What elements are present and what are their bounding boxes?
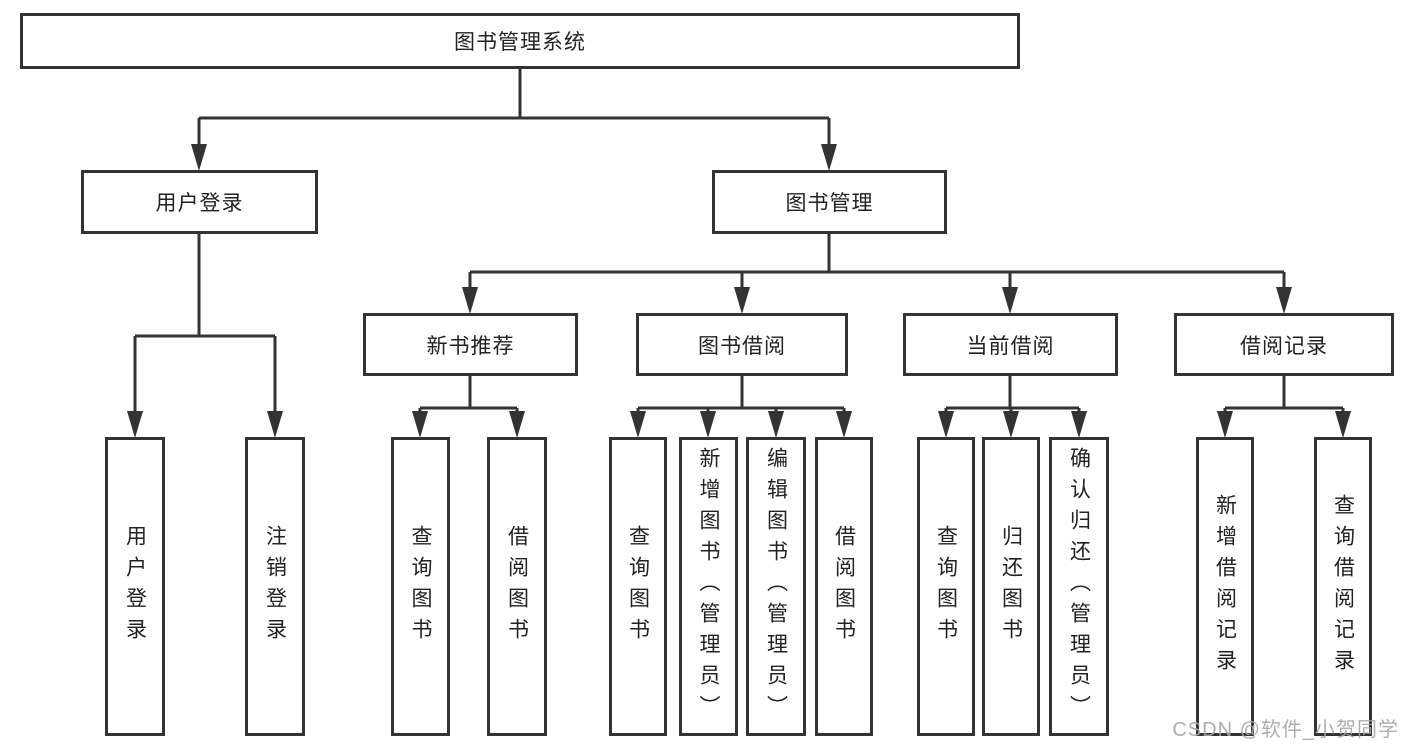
arrow-down-icon bbox=[1002, 287, 1018, 314]
leaf-return-books: 归还图书 bbox=[982, 437, 1040, 736]
leaf-query-books-borrow-label: 查询图书 bbox=[626, 524, 650, 649]
arrow-down-icon bbox=[768, 411, 784, 438]
leaf-user-login: 用户登录 bbox=[105, 437, 165, 736]
arrow-down-icon bbox=[734, 287, 750, 314]
arrow-down-icon bbox=[630, 411, 646, 438]
node-book-borrowing: 图书借阅 bbox=[636, 313, 848, 376]
arrow-down-icon bbox=[1071, 411, 1087, 438]
leaf-query-borrow-record: 查询借阅记录 bbox=[1314, 437, 1372, 736]
arrow-down-icon bbox=[938, 411, 954, 438]
leaf-query-books-borrow: 查询图书 bbox=[609, 437, 667, 736]
leaf-borrow-books-rec: 借阅图书 bbox=[487, 437, 547, 736]
node-root-label: 图书管理系统 bbox=[454, 31, 586, 54]
node-book-management-label: 图书管理 bbox=[785, 192, 874, 215]
connector-userlogin-to-leaves bbox=[133, 234, 277, 413]
leaf-add-books-admin-label: 新增图书（管理员） bbox=[697, 447, 720, 726]
arrow-down-icon bbox=[1276, 287, 1292, 314]
leaf-borrow-books-rec-label: 借阅图书 bbox=[505, 524, 529, 649]
leaf-return-books-label: 归还图书 bbox=[999, 524, 1023, 649]
leaf-query-books-current-label: 查询图书 bbox=[934, 524, 958, 649]
leaf-add-books-admin: 新增图书（管理员） bbox=[679, 437, 738, 736]
arrow-down-icon bbox=[191, 144, 207, 171]
leaf-add-borrow-record-label: 新增借阅记录 bbox=[1213, 493, 1237, 680]
connector-bookmgmt-to-level3 bbox=[468, 234, 1286, 289]
leaf-query-books-current: 查询图书 bbox=[917, 437, 975, 736]
node-current-borrowing-label: 当前借阅 bbox=[966, 334, 1055, 358]
node-borrowing-record-label: 借阅记录 bbox=[1240, 334, 1328, 358]
leaf-query-borrow-record-label: 查询借阅记录 bbox=[1331, 493, 1355, 680]
connector-bookborrow-to-leaves bbox=[636, 376, 846, 413]
leaf-query-books-rec-label: 查询图书 bbox=[409, 524, 432, 649]
arrow-down-icon bbox=[127, 411, 143, 438]
node-new-book-recommendation: 新书推荐 bbox=[363, 313, 578, 376]
leaf-confirm-return-admin-label: 确认归还（管理员） bbox=[1067, 447, 1091, 726]
node-book-management: 图书管理 bbox=[712, 170, 947, 234]
node-book-borrowing-label: 图书借阅 bbox=[698, 334, 786, 358]
leaf-borrow-books-label: 借阅图书 bbox=[832, 524, 856, 649]
leaf-logout-label: 注销登录 bbox=[263, 524, 287, 649]
leaf-logout: 注销登录 bbox=[245, 437, 305, 736]
connector-borrowrecord-to-leaves bbox=[1223, 376, 1345, 413]
connector-root-to-level2 bbox=[197, 69, 831, 147]
arrow-down-icon bbox=[462, 287, 478, 314]
connector-newbook-to-leaves bbox=[418, 376, 519, 413]
node-root: 图书管理系统 bbox=[20, 13, 1020, 69]
leaf-add-borrow-record: 新增借阅记录 bbox=[1196, 437, 1254, 736]
leaf-query-books-rec: 查询图书 bbox=[391, 437, 450, 736]
arrow-down-icon bbox=[1335, 411, 1351, 438]
arrow-down-icon bbox=[1217, 411, 1233, 438]
node-new-book-recommendation-label: 新书推荐 bbox=[426, 334, 515, 358]
arrow-down-icon bbox=[412, 411, 428, 438]
arrow-down-icon bbox=[700, 411, 716, 438]
csdn-watermark: CSDN @软件_小贺同学 bbox=[1172, 719, 1399, 741]
leaf-confirm-return-admin: 确认归还（管理员） bbox=[1049, 437, 1109, 736]
node-user-login: 用户登录 bbox=[81, 170, 318, 234]
node-current-borrowing: 当前借阅 bbox=[903, 313, 1118, 376]
leaf-edit-books-admin-label: 编辑图书（管理员） bbox=[764, 447, 788, 726]
leaf-borrow-books: 借阅图书 bbox=[815, 437, 873, 736]
connector-currentborrow-to-leaves bbox=[944, 376, 1081, 413]
arrow-down-icon bbox=[267, 411, 283, 438]
arrow-down-icon bbox=[836, 411, 852, 438]
arrow-down-icon bbox=[821, 144, 837, 171]
leaf-user-login-label: 用户登录 bbox=[123, 524, 147, 649]
leaf-edit-books-admin: 编辑图书（管理员） bbox=[746, 437, 806, 736]
node-borrowing-record: 借阅记录 bbox=[1174, 313, 1394, 376]
arrow-down-icons bbox=[127, 144, 1351, 438]
arrow-down-icon bbox=[509, 411, 525, 438]
node-user-login-label: 用户登录 bbox=[155, 192, 244, 215]
arrow-down-icon bbox=[1003, 411, 1019, 438]
